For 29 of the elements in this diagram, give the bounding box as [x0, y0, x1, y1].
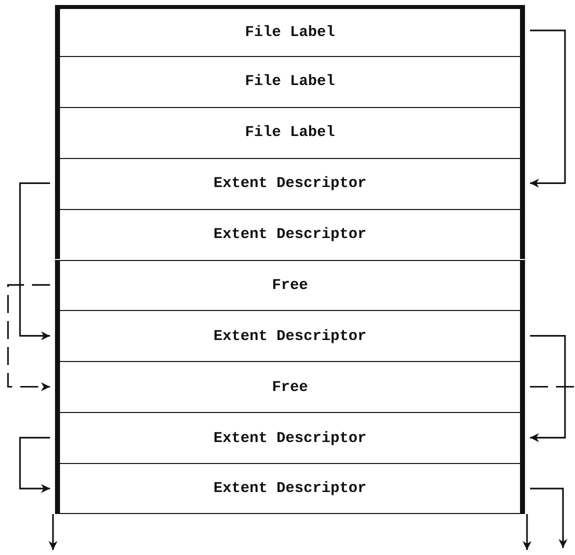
- table-row: [55, 5, 525, 56]
- connector-line: [530, 386, 575, 388]
- table-row: [55, 208, 525, 260]
- table-row: [55, 361, 525, 412]
- arrow: [19, 436, 50, 494]
- row-label: File Label: [244, 124, 335, 142]
- row-label: Extent Descriptor: [213, 175, 367, 192]
- row-label: Extent Descriptor: [213, 430, 367, 447]
- table-row: [55, 260, 525, 310]
- table-row: [55, 463, 525, 514]
- arrow: [530, 335, 566, 442]
- arrow: [530, 488, 568, 548]
- row-label: Extent Descriptor: [213, 226, 367, 244]
- table-row: [55, 158, 525, 209]
- arrow: [530, 30, 566, 188]
- row-label: File Label: [244, 73, 335, 90]
- arrow: [19, 182, 50, 340]
- table-row: [55, 56, 525, 107]
- table-row: [55, 412, 525, 464]
- arrow: [48, 514, 58, 550]
- row-label: Extent Descriptor: [213, 480, 367, 498]
- table-row: [55, 310, 525, 362]
- table-row: [55, 106, 525, 158]
- arrow: [7, 284, 50, 392]
- row-label: Extent Descriptor: [213, 328, 367, 345]
- row-label: File Label: [244, 24, 335, 41]
- arrow: [522, 514, 532, 550]
- row-label: Free: [272, 276, 308, 294]
- row-label: Free: [272, 378, 308, 396]
